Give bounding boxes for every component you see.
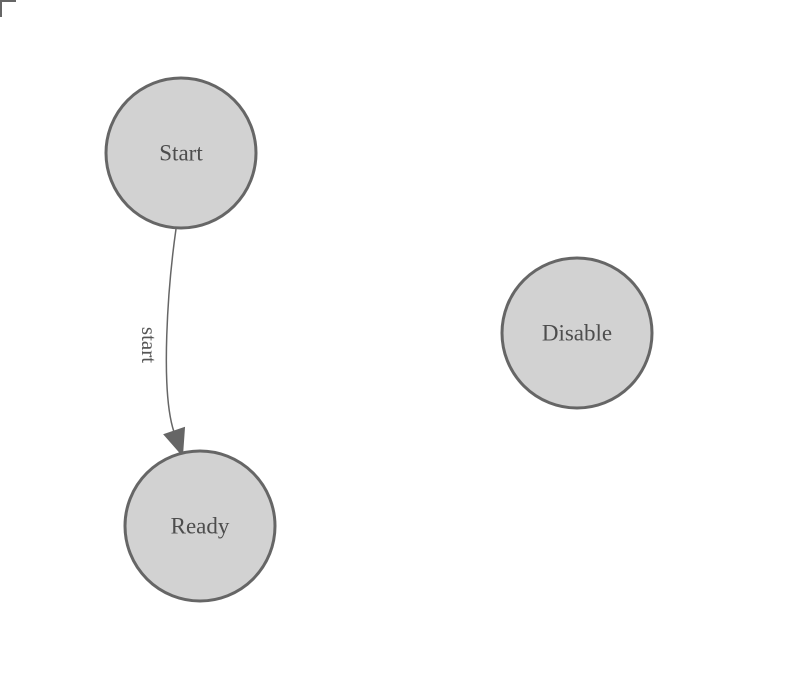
transition-label[interactable]: start <box>137 327 161 363</box>
state-node-start[interactable]: Start <box>104 76 258 230</box>
transition-start-to-ready[interactable]: start <box>137 228 186 457</box>
state-node-ready-circle[interactable] <box>123 449 277 603</box>
state-node-start-circle[interactable] <box>104 76 258 230</box>
state-node-disable-circle[interactable] <box>500 256 654 410</box>
state-node-disable-label: Disable <box>542 321 612 346</box>
state-node-ready[interactable]: Ready <box>123 449 277 603</box>
canvas-corner-mark <box>0 0 16 17</box>
transition-arrowhead[interactable] <box>163 426 186 457</box>
state-node-start-label: Start <box>159 141 203 166</box>
state-node-disable[interactable]: Disable <box>500 256 654 410</box>
transition-edge-path[interactable] <box>165 228 177 433</box>
state-node-ready-label: Ready <box>171 514 230 539</box>
